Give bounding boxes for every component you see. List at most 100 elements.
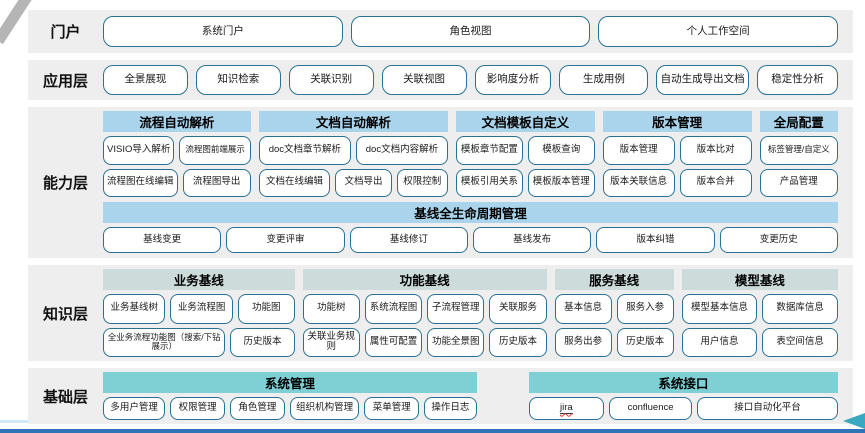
diagram-box: 权限管理 <box>170 397 226 420</box>
diagram-box: 版本管理 <box>602 136 675 165</box>
diagram-box: 变更历史 <box>719 227 838 253</box>
diagram-box: 模型基本信息 <box>681 294 758 324</box>
group-header: 版本管理 <box>602 111 752 132</box>
diagram-group: 业务基线业务基线树业务流程图功能图全业务流程功能图（搜索/下钻展示）历史版本 <box>103 269 295 357</box>
diagram-box: 文档在线编辑 <box>258 168 331 197</box>
diagram-box: 知识检索 <box>195 65 281 95</box>
diagram-box: 权限控制 <box>396 168 448 197</box>
diagram-box: doc文档内容解析 <box>355 136 448 165</box>
group-row: 文档在线编辑文档导出权限控制 <box>258 168 448 197</box>
group-row: 模型基本信息数据库信息 <box>681 294 838 324</box>
diagram-box: 自动生成导出文档 <box>656 65 750 95</box>
diagram-box: 菜单管理 <box>364 397 420 420</box>
group-row: 关联业务规则属性可配置功能全景图历史版本 <box>302 327 547 357</box>
diagram-group: 流程自动解析 VISIO导入解析流程图前端展示流程图在线编辑流程图导出 <box>103 111 251 197</box>
group-row: VISIO导入解析流程图前端展示 <box>103 136 251 165</box>
group-header: 全局配置 <box>759 111 839 132</box>
diagram-group: 文档模板自定义模板章节配置模板查询模板引用关系模板版本管理 <box>455 111 595 197</box>
left-arrow-icon <box>843 413 865 429</box>
group-row: 产品管理 <box>759 168 839 197</box>
diagram-box: 基线发布 <box>472 227 592 253</box>
group-header: 系统管理 <box>103 372 477 393</box>
group-row: 服务出参历史版本 <box>554 327 674 357</box>
diagram-box: 产品管理 <box>759 168 839 197</box>
diagram-box: 版本关联信息 <box>602 168 675 197</box>
diagram-box: 服务出参 <box>554 327 612 357</box>
diagram-box: 关联视图 <box>381 65 467 95</box>
diagram-box: 流程图前端展示 <box>179 136 251 165</box>
diagram-box: 关联业务规则 <box>302 327 360 357</box>
diagram-box: 操作日志 <box>424 397 477 420</box>
group-row: 基本信息服务入参 <box>554 294 674 324</box>
diagram-box: 历史版本 <box>230 327 295 357</box>
diagram-box: 关联识别 <box>288 65 374 95</box>
diagram-box: 流程图在线编辑 <box>103 168 178 197</box>
group-row: 流程图在线编辑流程图导出 <box>103 168 251 197</box>
group-header: 流程自动解析 <box>103 111 251 132</box>
diagram-box: 功能树 <box>302 294 360 324</box>
diagram-box: 版本比对 <box>679 136 752 165</box>
knowledge-layer-band: 知识层 业务基线业务基线树业务流程图功能图全业务流程功能图（搜索/下钻展示）历史… <box>28 265 853 361</box>
diagram-box: 属性可配置 <box>364 327 423 357</box>
group-header: 文档自动解析 <box>258 111 448 132</box>
diagram-group: 模型基线模型基本信息数据库信息用户信息表空间信息 <box>681 269 838 357</box>
diagram-box: jira <box>528 397 605 420</box>
knowledge-groups-row: 业务基线业务基线树业务流程图功能图全业务流程功能图（搜索/下钻展示）历史版本功能… <box>103 269 838 357</box>
group-header: 服务基线 <box>554 269 674 290</box>
baseline-items-row: 基线变更变更评审基线修订基线发布版本纠错变更历史 <box>103 227 838 253</box>
diagram-box: 服务入参 <box>616 294 674 324</box>
group-row: 标签管理/自定义 <box>759 136 839 165</box>
diagram-box: 模板查询 <box>527 136 595 165</box>
diagram-box: 业务流程图 <box>170 294 233 324</box>
diagram-group: 服务基线基本信息服务入参服务出参历史版本 <box>554 269 674 357</box>
application-items-row: 全景展现知识检索关联识别关联视图影响度分析生成用例自动生成导出文档稳定性分析 <box>103 65 838 95</box>
diagram-box: 关联服务 <box>489 294 547 324</box>
diagram-box: 角色视图 <box>350 16 591 47</box>
diagram-box: 数据库信息 <box>762 294 838 324</box>
layer-label-base: 基础层 <box>42 388 88 406</box>
diagram-box: 模板版本管理 <box>527 168 595 197</box>
portal-items-row: 系统门户角色视图个人工作空间 <box>103 16 839 47</box>
diagram-box: 基线修订 <box>349 227 468 253</box>
diagram-box: 版本纠错 <box>596 227 715 253</box>
diagram-box: 全业务流程功能图（搜索/下钻展示） <box>103 327 226 357</box>
diagram-box: 历史版本 <box>489 327 547 357</box>
group-header: 功能基线 <box>302 269 547 290</box>
diagram-box: 标签管理/自定义 <box>759 136 839 165</box>
diagram-box: 变更评审 <box>226 227 345 253</box>
application-layer-band: 应用层 全景展现知识检索关联识别关联视图影响度分析生成用例自动生成导出文档稳定性… <box>28 60 853 100</box>
portal-layer-band: 门户 系统门户角色视图个人工作空间 <box>28 10 853 53</box>
diagram-box: 用户信息 <box>681 327 758 357</box>
diagram-box: 稳定性分析 <box>757 65 838 95</box>
diagram-box: 组织机构管理 <box>289 397 360 420</box>
diagram-group: 功能基线功能树系统流程图子流程管理关联服务关联业务规则属性可配置功能全景图历史版… <box>302 269 547 357</box>
baseline-section-header: 基线全生命周期管理 <box>103 202 838 223</box>
group-row: 多用户管理权限管理角色管理组织机构管理菜单管理操作日志 <box>103 397 477 420</box>
group-row: 功能树系统流程图子流程管理关联服务 <box>302 294 547 324</box>
layer-label-portal: 门户 <box>50 24 81 41</box>
layer-label-application: 应用层 <box>42 72 88 90</box>
diagram-box: 基本信息 <box>554 294 612 324</box>
diagram-box: 系统门户 <box>103 16 343 47</box>
group-header: 系统接口 <box>528 372 838 393</box>
diagram-group: 版本管理版本管理版本比对版本关联信息版本合并 <box>602 111 752 197</box>
diagram-group: 系统管理多用户管理权限管理角色管理组织机构管理菜单管理操作日志 <box>103 372 477 420</box>
group-row: 模板引用关系模板版本管理 <box>455 168 595 197</box>
diagram-box: doc文档章节解析 <box>258 136 351 165</box>
group-row: 全业务流程功能图（搜索/下钻展示）历史版本 <box>103 327 295 357</box>
diagram-box: 历史版本 <box>616 327 674 357</box>
group-header: 模型基线 <box>681 269 838 290</box>
diagram-box: 文档导出 <box>335 168 392 197</box>
group-header: 文档模板自定义 <box>455 111 595 132</box>
layer-label-capability: 能力层 <box>42 175 88 192</box>
diagram-box: 模板章节配置 <box>455 136 523 165</box>
base-layer-band: 基础层 系统管理多用户管理权限管理角色管理组织机构管理菜单管理操作日志 系统接口 j… <box>28 368 853 424</box>
diagram-box: 模板引用关系 <box>455 168 523 197</box>
layer-label-knowledge: 知识层 <box>42 305 88 323</box>
group-row: 业务基线树业务流程图功能图 <box>103 294 295 324</box>
